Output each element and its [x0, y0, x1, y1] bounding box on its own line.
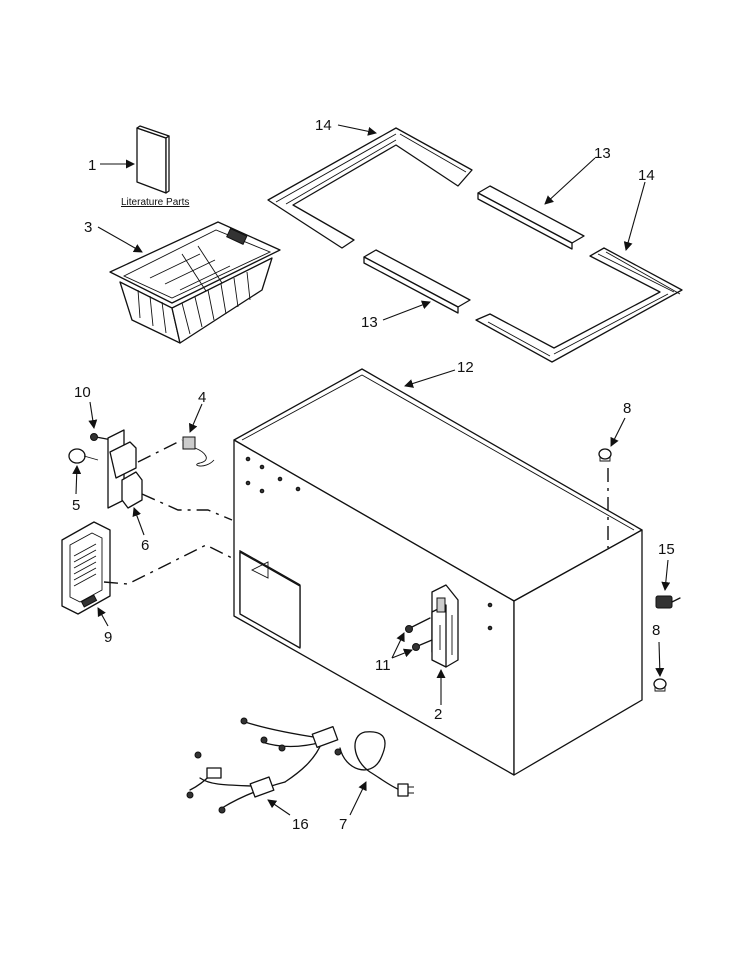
leader-lines [72, 124, 671, 816]
control-housing [61, 521, 111, 615]
storage-basket [109, 221, 281, 344]
wire-harness [186, 717, 414, 814]
callout-4: 4 [198, 389, 206, 406]
thermostat [182, 436, 215, 467]
callout-7: 7 [339, 816, 347, 833]
hinge-screws [405, 617, 433, 651]
callout-6: 6 [141, 537, 149, 554]
callout-12: 12 [457, 359, 474, 376]
callout-8-upper: 8 [623, 400, 631, 417]
connection-thermostat [137, 439, 183, 463]
gasket-bar-upper [477, 185, 585, 250]
callout-2: 2 [434, 706, 442, 723]
callout-9: 9 [104, 629, 112, 646]
thermostat-knob [68, 448, 99, 464]
gasket-frame-right [475, 247, 683, 363]
callout-1: 1 [88, 157, 96, 174]
literature-booklet [136, 125, 170, 194]
callout-8-lower: 8 [652, 622, 660, 639]
gasket-bar-lower [363, 249, 471, 314]
callout-15: 15 [658, 541, 675, 558]
callout-10: 10 [74, 384, 91, 401]
callout-13-upper: 13 [594, 145, 611, 162]
freezer-cabinet [233, 368, 643, 776]
callout-11: 11 [375, 657, 391, 674]
callout-14-upper: 14 [315, 117, 332, 134]
plug-lower [653, 678, 667, 692]
connection-housing [103, 544, 237, 585]
literature-parts-label: Literature Parts [121, 197, 189, 208]
leveling-leg [655, 595, 681, 609]
callout-13-lower: 13 [361, 314, 378, 331]
callout-5: 5 [72, 497, 80, 514]
connection-bracket [141, 493, 233, 521]
callout-14-right: 14 [638, 167, 655, 184]
control-bracket [107, 429, 143, 509]
callout-16: 16 [292, 816, 309, 833]
lid-hinge [431, 584, 459, 668]
plug-upper [598, 448, 612, 462]
callout-3: 3 [84, 219, 92, 236]
gasket-frame-left [267, 127, 473, 249]
